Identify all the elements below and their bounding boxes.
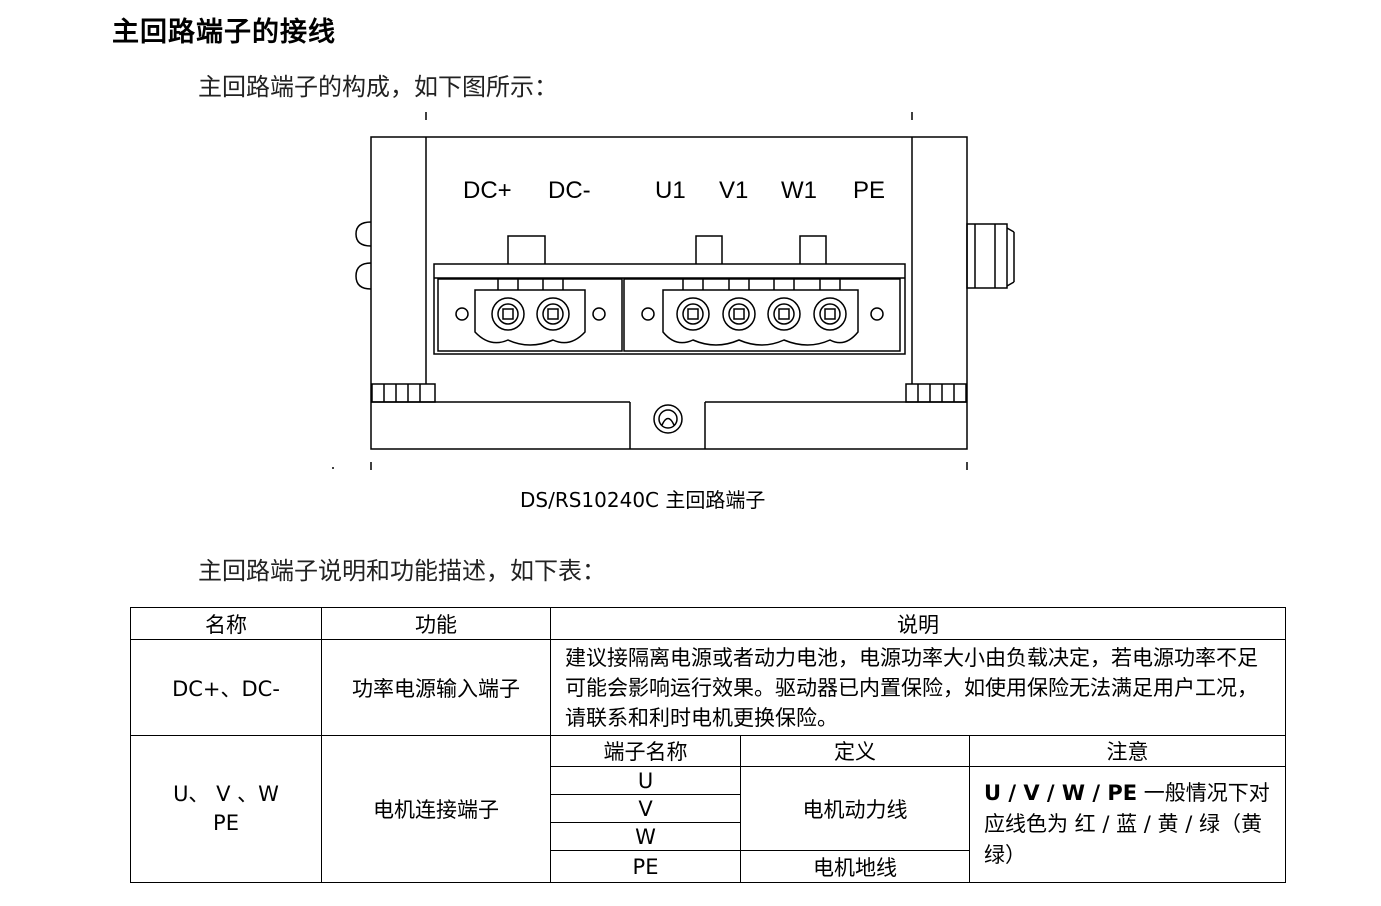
terminal-u: U bbox=[550, 766, 741, 795]
subheader-definition: 定义 bbox=[740, 735, 970, 767]
table-row: V bbox=[131, 794, 1286, 823]
table-row: W bbox=[131, 822, 1286, 851]
diagram-caption: DS/RS10240C 主回路端子 bbox=[520, 488, 766, 512]
terminal-label-u1: U1 bbox=[655, 177, 686, 204]
table-row: DC+、DC- 功率电源输入端子 建议接隔离电源或者动力电池，电源功率大小由负载… bbox=[130, 639, 1286, 736]
terminal-label-w1: W1 bbox=[781, 177, 817, 204]
terminal-spec-table: 名称 功能 说明 DC+、DC- 功率电源输入端子 建议接隔离电源或者动力电池，… bbox=[130, 607, 1286, 883]
row2-name: U、 V 、W PE bbox=[130, 735, 322, 883]
terminal-label-pe: PE bbox=[853, 177, 885, 204]
wire-color-note: U / V / W / PE 一般情况下对应线色为 红 / 蓝 / 黄 / 绿（… bbox=[969, 766, 1286, 883]
row2-function: 电机连接端子 bbox=[321, 735, 551, 883]
note-text: 一般情况下对应线色为 红 / 蓝 / 黄 / 绿（黄绿） bbox=[984, 781, 1270, 867]
row1-function: 功率电源输入端子 bbox=[321, 639, 551, 736]
terminal-label-dc-plus: DC+ bbox=[463, 177, 512, 204]
row2-name-line2: PE bbox=[213, 811, 239, 835]
terminal-label-v1: V1 bbox=[719, 177, 748, 204]
definition-ground: 电机地线 bbox=[740, 850, 970, 883]
intro-paragraph-2: 主回路端子说明和功能描述，如下表： bbox=[198, 557, 606, 585]
row2-name-line1: U、 V 、W bbox=[173, 782, 279, 806]
header-description: 说明 bbox=[550, 607, 1286, 640]
terminal-v: V bbox=[550, 794, 741, 823]
header-name: 名称 bbox=[130, 607, 322, 640]
note-bold-terminals: U / V / W / PE bbox=[984, 781, 1138, 805]
table-row: U、 V 、W PE 电机连接端子 端子名称 定义 注意 bbox=[130, 735, 1286, 883]
row1-description: 建议接隔离电源或者动力电池，电源功率大小由负载决定，若电源功率不足可能会影响运行… bbox=[550, 639, 1286, 736]
terminal-label-dc-minus: DC- bbox=[548, 177, 591, 204]
table-header-row: 名称 功能 说明 bbox=[130, 607, 1286, 640]
terminal-w: W bbox=[550, 822, 741, 851]
terminal-pe: PE bbox=[550, 850, 741, 883]
section-heading: 主回路端子的接线 bbox=[112, 17, 336, 48]
subheader-terminal-name: 端子名称 bbox=[550, 735, 741, 767]
row1-name: DC+、DC- bbox=[130, 639, 322, 736]
table-row: PE 电机地线 bbox=[131, 850, 1286, 883]
subheader-note: 注意 bbox=[969, 735, 1286, 767]
terminal-diagram: DC+ DC- U1 V1 W1 PE bbox=[332, 112, 1015, 470]
header-function: 功能 bbox=[321, 607, 551, 640]
definition-power: 电机动力线 bbox=[740, 766, 970, 851]
table-row: U 电机动力线 U / V / W / PE 一般情况下对应线色为 红 / 蓝 … bbox=[131, 766, 1286, 883]
intro-paragraph-1: 主回路端子的构成，如下图所示： bbox=[198, 73, 558, 101]
